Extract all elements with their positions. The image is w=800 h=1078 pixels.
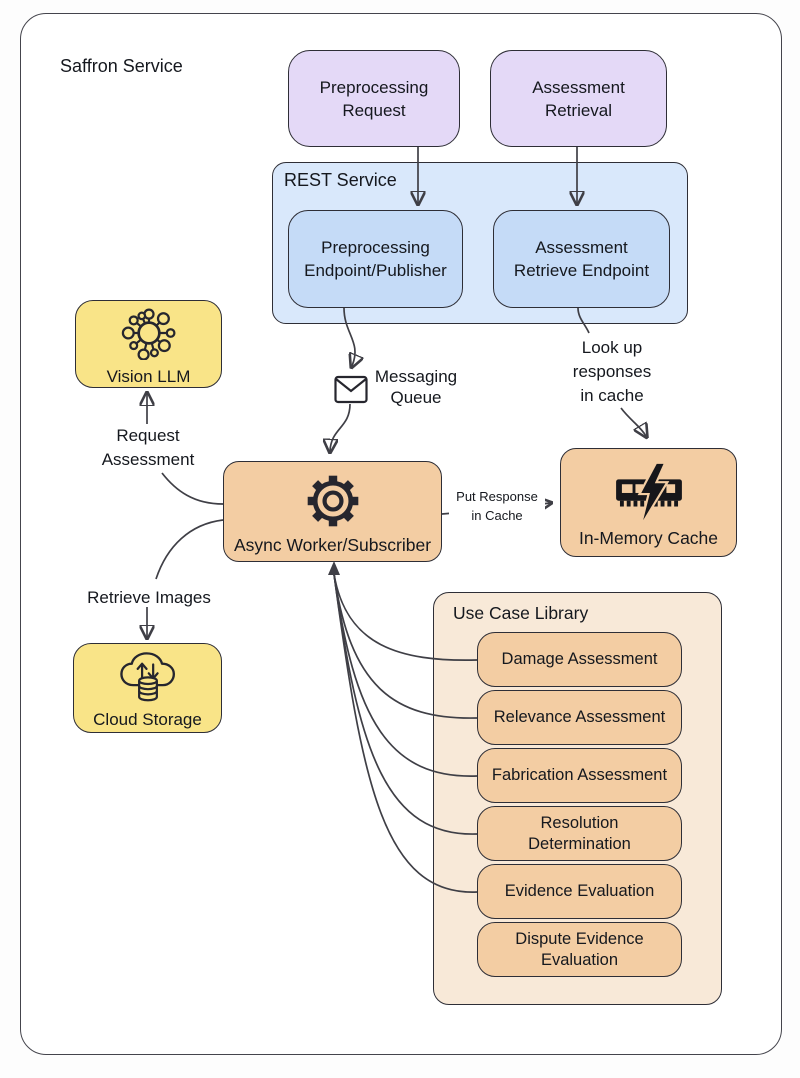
gear-icon (303, 471, 363, 536)
node-label: Relevance Assessment (493, 708, 666, 726)
node-dispute-evidence-evaluation: Dispute Evidence Evaluation (477, 922, 682, 977)
edge-label-request-assessment: Request Assessment (101, 426, 195, 469)
node-label: Assessment Retrieval (532, 77, 625, 120)
node-label: Cloud Storage (93, 709, 202, 729)
node-assessment-retrieval: Assessment Retrieval (490, 50, 667, 147)
node-cloud-storage: Cloud Storage (73, 643, 222, 733)
node-fabrication-assessment: Fabrication Assessment (477, 748, 682, 803)
node-resolution-determination: Resolution Determination (477, 806, 682, 861)
node-vision-llm: Vision LLM (75, 300, 222, 388)
edge-label-retrieve-images: Retrieve Images (87, 588, 211, 607)
node-label: Preprocessing Endpoint/Publisher (304, 238, 447, 280)
use-case-library-title: Use Case Library (453, 603, 589, 623)
ram-lightning-icon (612, 461, 686, 527)
diagram-title: Saffron Service (60, 56, 183, 76)
node-label: Resolution Determination (528, 813, 631, 853)
node-label: Dispute Evidence Evaluation (515, 929, 644, 969)
node-label: Fabrication Assessment (491, 766, 668, 784)
node-label: In-Memory Cache (578, 527, 719, 548)
node-relevance-assessment: Relevance Assessment (477, 690, 682, 745)
edge-label-look-up-responses: Look up responses in cache (572, 338, 652, 405)
node-label: Assessment Retrieve Endpoint (513, 238, 650, 280)
envelope-icon (334, 375, 368, 409)
node-preprocessing-endpoint: Preprocessing Endpoint/Publisher (288, 210, 463, 308)
node-evidence-evaluation: Evidence Evaluation (477, 864, 682, 919)
neural-network-icon (118, 306, 180, 365)
node-label: Damage Assessment (501, 650, 658, 668)
cloud-database-icon (117, 651, 179, 708)
node-label: Vision LLM (106, 366, 191, 386)
node-async-worker: Async Worker/Subscriber (223, 461, 442, 562)
node-label: Evidence Evaluation (504, 882, 655, 900)
node-in-memory-cache: In-Memory Cache (560, 448, 737, 557)
node-preprocessing-request: Preprocessing Request (288, 50, 460, 147)
rest-service-title: REST Service (284, 170, 397, 190)
node-label: Async Worker/Subscriber (233, 534, 432, 555)
node-assessment-retrieve-endpoint: Assessment Retrieve Endpoint (493, 210, 670, 308)
node-damage-assessment: Damage Assessment (477, 632, 682, 687)
edge-label-put-response-in-cache: Put Response in Cache (449, 487, 545, 525)
messaging-queue-label: Messaging Queue (374, 367, 458, 407)
node-label: Preprocessing Request (319, 77, 429, 120)
